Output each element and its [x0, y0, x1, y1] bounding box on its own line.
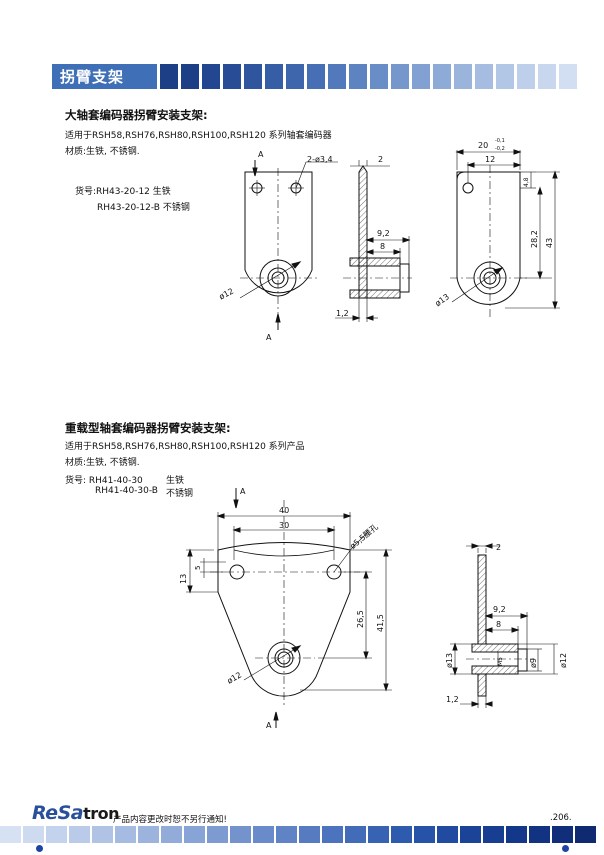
s2-w40-label: 40 [279, 506, 289, 515]
page-number: .206. [550, 813, 572, 823]
s1-tol-top-label: 20 [478, 141, 488, 150]
s1-arrow-a-top: A [258, 150, 264, 159]
s2-h5-label: 5 [194, 566, 202, 570]
footer-dot-left [36, 845, 43, 852]
s1-d12-label: 1,2 [336, 309, 349, 318]
s2-d12-label: 1,2 [446, 695, 459, 704]
s2-dia12-label: ø12 [226, 670, 244, 685]
logo-part-b: tron [83, 804, 119, 823]
s1-tol-sub: -0,2 [495, 146, 505, 152]
s2-dia12b-label: ø12 [559, 653, 568, 668]
section1-material: 材质:生铁, 不锈钢. [65, 147, 140, 157]
s1-side-view [335, 160, 412, 322]
s1-front-view [239, 160, 338, 330]
s2-d92-label: 9,2 [493, 605, 506, 614]
s2-arrow-a-top: A [240, 487, 246, 496]
s1-t2-label: 2 [378, 155, 383, 164]
s2-h13-label: 13 [179, 574, 188, 584]
footer-dot-right [562, 845, 569, 852]
s1-tol-sup: -0,1 [495, 138, 505, 144]
s1-d92-label: 9,2 [377, 229, 390, 238]
s1-h282-label: 28,2 [530, 230, 539, 248]
s2-front-view [186, 488, 392, 728]
section2-part-mat: 生铁 [166, 476, 185, 486]
footer-note: 产品内容更改时恕不另行通知! [113, 815, 227, 825]
section1-part2: RH43-20-12-B 不锈钢 [97, 203, 190, 213]
section2-part: 货号: RH41-40-30 [65, 476, 143, 486]
s2-side-view [450, 543, 558, 708]
header-stripes [160, 64, 577, 89]
s1-d8-label: 8 [380, 242, 385, 251]
s2-h415-label: 41,5 [376, 614, 385, 632]
section2-part2: RH41-40-30-B [95, 486, 158, 496]
section2-material: 材质:生铁, 不锈钢. [65, 458, 140, 468]
header-bar [52, 64, 157, 89]
section2-title: 重载型轴套编码器拐臂安装支架: [65, 421, 231, 435]
s2-w30-label: 30 [279, 521, 289, 530]
s2-slot-label: ø5,5腰孔 [348, 522, 380, 551]
section1-applies: 适用于RSH58,RSH76,RSH80,RSH100,RSH120 系列轴套编… [65, 131, 332, 141]
s2-m5-label: M5 [497, 657, 504, 666]
section1-title: 大轴套编码器拐臂安装支架: [65, 108, 208, 122]
s2-dia9-label: ø9 [529, 658, 538, 668]
page-title: 拐臂支架 [60, 68, 125, 86]
s2-d8-label: 8 [496, 620, 501, 629]
section2-part2-mat: 不锈钢 [166, 489, 194, 499]
s1-holes-label: 2-ø3,4 [307, 155, 333, 164]
logo-part-a: ReSa [32, 802, 84, 824]
s2-t2-label: 2 [496, 543, 501, 552]
s2-dia13-label: ø13 [445, 653, 454, 668]
s2-h265-label: 26,5 [356, 610, 365, 628]
s1-arrow-a-bottom: A [266, 333, 272, 342]
s1-right-view [450, 149, 560, 318]
s1-h43-label: 43 [545, 238, 554, 248]
s2-arrow-a-bottom: A [266, 721, 272, 730]
footer-stripes [0, 826, 596, 843]
section1-part: 货号:RH43-20-12 生铁 [75, 187, 171, 197]
brand-logo: ReSatron [32, 802, 119, 824]
section2-applies: 适用于RSH58,RSH76,RSH80,RSH100,RSH120 系列产品 [65, 442, 305, 452]
s1-h4-label: 4,8 [523, 177, 530, 187]
s1-w12-label: 12 [485, 155, 495, 164]
